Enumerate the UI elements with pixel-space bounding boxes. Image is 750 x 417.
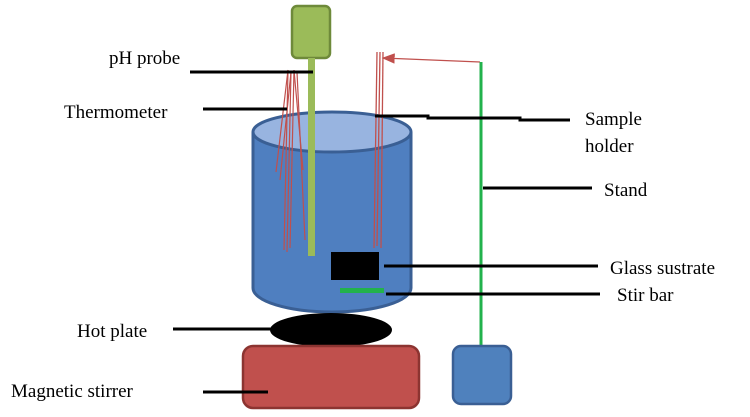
- beaker: [251, 110, 413, 314]
- thermometer-wires: [275, 69, 306, 253]
- label-hot-plate: Hot plate: [77, 321, 147, 342]
- beaker-outline: [251, 132, 413, 314]
- ph-probe-rod: [308, 58, 315, 256]
- ph-probe-head: [290, 4, 332, 60]
- ph-probe: [290, 4, 332, 256]
- sample-holder-wire: [373, 51, 481, 249]
- stir-bar: [340, 288, 384, 293]
- label-sample-holder-line2: holder: [585, 136, 634, 157]
- leader-lines: [173, 70, 600, 394]
- beaker-opening: [251, 110, 413, 154]
- label-stir-bar: Stir bar: [617, 285, 674, 306]
- label-magnetic-stirrer: Magnetic stirrer: [11, 381, 134, 402]
- beaker-body: [253, 132, 411, 312]
- glass-substrate: [331, 252, 379, 280]
- label-ph-probe: pH probe: [109, 48, 180, 69]
- hot-plate: [270, 313, 392, 347]
- label-glass-substrate: Glass sustrate: [610, 258, 715, 279]
- label-sample-holder-line1: Sample: [585, 109, 642, 130]
- magnetic-stirrer: [241, 344, 421, 410]
- leader-sample-holder: [375, 114, 570, 122]
- stand-base: [451, 344, 513, 406]
- label-thermometer: Thermometer: [64, 102, 168, 123]
- sample-holder-arrow: [381, 53, 481, 64]
- label-stand: Stand: [604, 180, 648, 201]
